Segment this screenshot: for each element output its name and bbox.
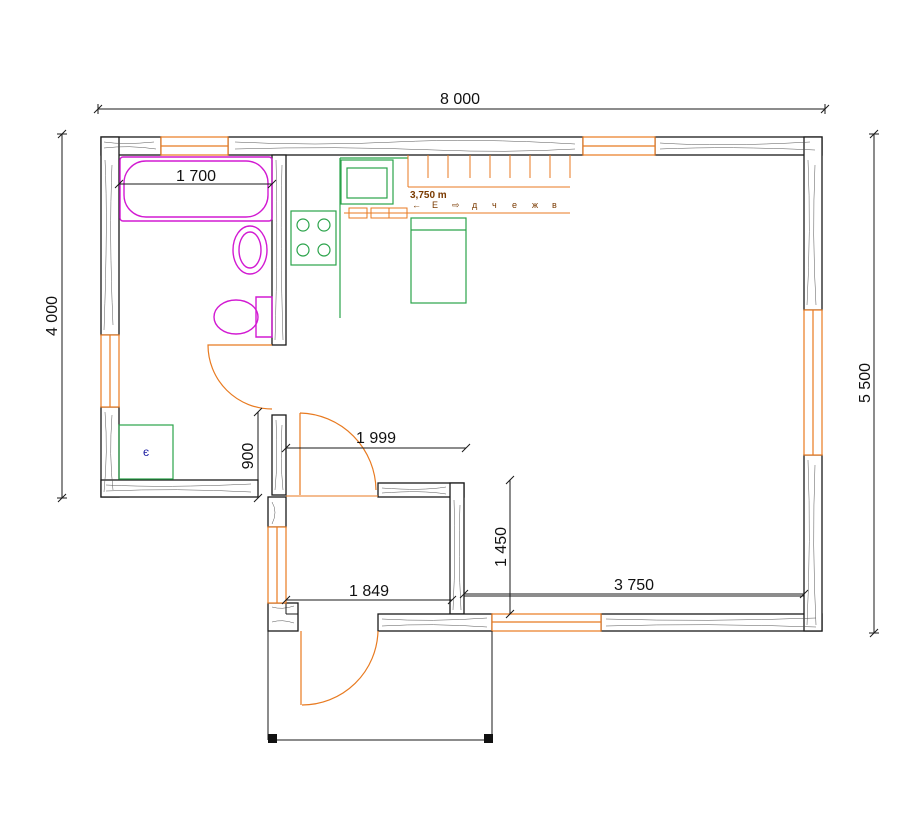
wall-top-3 bbox=[654, 136, 823, 156]
dim-bath-width: 1 700 bbox=[176, 168, 216, 185]
boiler-symbol: є bbox=[143, 445, 149, 459]
radiator-mark: д bbox=[472, 200, 478, 210]
wall-top-2 bbox=[227, 136, 584, 156]
door-entrance bbox=[300, 630, 379, 706]
wall-partition-2 bbox=[271, 414, 287, 496]
bathtub bbox=[119, 156, 273, 222]
wall-right-2 bbox=[803, 454, 823, 632]
wall-right-1 bbox=[803, 136, 823, 311]
radiator-mark: в bbox=[552, 200, 557, 210]
wall-bottom-2 bbox=[600, 613, 823, 632]
dim-living-height: 1 450 bbox=[493, 527, 510, 567]
dim-door-width: 900 bbox=[240, 443, 257, 470]
radiator-mark: ч bbox=[492, 200, 497, 210]
door-bathroom bbox=[207, 344, 273, 410]
kitchen: 3,750 m ← Е ⇨ д ч е ж в bbox=[290, 155, 571, 318]
radiator-mark: ⇨ bbox=[452, 200, 460, 210]
radiator-mark: е bbox=[512, 200, 517, 210]
interior-lines bbox=[285, 154, 805, 615]
windows bbox=[100, 136, 823, 632]
stove bbox=[290, 210, 337, 266]
wall-bath-bottom bbox=[100, 479, 259, 498]
dim-living-width: 3 750 bbox=[614, 577, 654, 594]
wall-vest-left-top bbox=[267, 496, 287, 528]
sink-unit bbox=[340, 159, 394, 205]
table bbox=[410, 217, 467, 304]
porch bbox=[267, 631, 493, 743]
kitchen-label: 3,750 m bbox=[410, 190, 447, 201]
dim-porch-width: 1 849 bbox=[349, 583, 389, 600]
radiator-mark: ← bbox=[412, 200, 421, 210]
doors bbox=[207, 344, 379, 706]
radiator-mark: Е bbox=[432, 200, 438, 210]
dim-overall-width: 8 000 bbox=[440, 91, 480, 108]
walls bbox=[100, 136, 823, 632]
door-interior bbox=[299, 412, 377, 495]
wall-bottom-1 bbox=[377, 613, 493, 632]
bathroom-fixtures: є bbox=[118, 156, 273, 480]
sink bbox=[232, 225, 268, 275]
wall-left-1 bbox=[100, 136, 120, 336]
dim-left-height: 4 000 bbox=[44, 296, 61, 336]
cabinet-row bbox=[344, 155, 571, 219]
bathtub-inner bbox=[123, 160, 269, 218]
wall-partition-1 bbox=[271, 154, 287, 346]
porch-post-left bbox=[268, 734, 277, 743]
toilet bbox=[213, 299, 259, 335]
radiator-marks: ← Е ⇨ д ч е ж в bbox=[412, 200, 557, 210]
dim-overall-height: 5 500 bbox=[857, 363, 874, 403]
dim-hall-width: 1 999 bbox=[356, 430, 396, 447]
wall-vest-right bbox=[449, 482, 465, 615]
radiator-mark: ж bbox=[532, 200, 538, 210]
porch-post-right bbox=[484, 734, 493, 743]
dimensions: 8 000 4 000 5 500 1 700 1 999 900 1 849 … bbox=[44, 91, 879, 638]
boiler bbox=[118, 424, 174, 480]
